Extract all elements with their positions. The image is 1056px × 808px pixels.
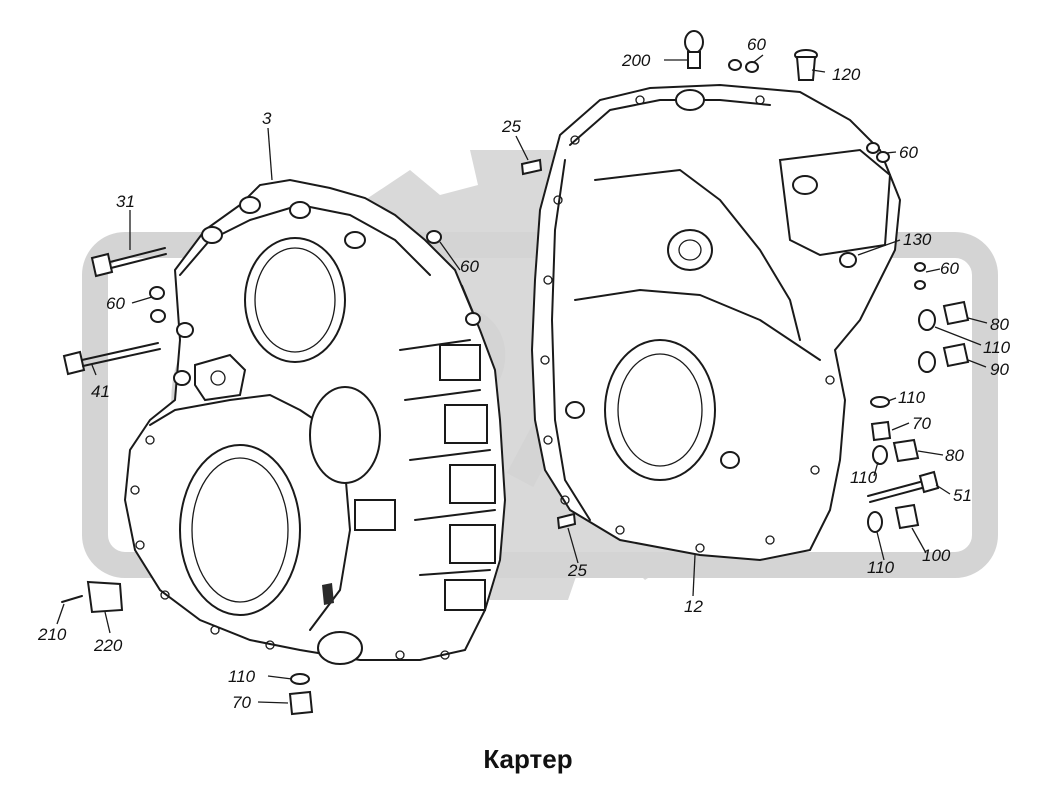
callout-31: 31 bbox=[116, 192, 135, 211]
callout-90: 90 bbox=[990, 360, 1009, 379]
callout-210: 210 bbox=[37, 625, 67, 644]
callout-12: 12 bbox=[684, 597, 703, 616]
callout-60: 60 bbox=[899, 143, 918, 162]
left-housing-part-3 bbox=[123, 178, 507, 665]
callout-130: 130 bbox=[903, 230, 932, 249]
callout-80: 80 bbox=[945, 446, 964, 465]
callout-60: 60 bbox=[106, 294, 125, 313]
callout-labels: 3 31 60 41 60 210 220 110 70 200 60 120 … bbox=[37, 35, 1011, 712]
leader-lines bbox=[56, 54, 988, 704]
callout-100: 100 bbox=[922, 546, 951, 565]
callout-60: 60 bbox=[940, 259, 959, 278]
callout-110: 110 bbox=[850, 468, 878, 487]
callout-200: 200 bbox=[621, 51, 651, 70]
callout-60: 60 bbox=[460, 257, 479, 276]
callout-25: 25 bbox=[567, 561, 587, 580]
diagram-caption: Картер bbox=[483, 744, 573, 774]
callout-70: 70 bbox=[232, 693, 251, 712]
callout-110: 110 bbox=[867, 558, 895, 577]
callout-25: 25 bbox=[501, 117, 521, 136]
fasteners bbox=[61, 30, 970, 716]
callout-60: 60 bbox=[747, 35, 766, 54]
callout-120: 120 bbox=[832, 65, 861, 84]
right-housing-part-12 bbox=[530, 83, 902, 562]
callout-220: 220 bbox=[93, 636, 123, 655]
callout-41: 41 bbox=[91, 382, 110, 401]
callout-110: 110 bbox=[898, 388, 926, 407]
callout-110: 110 bbox=[228, 667, 256, 686]
callout-110: 110 bbox=[983, 338, 1011, 357]
callout-70: 70 bbox=[912, 414, 931, 433]
callout-51: 51 bbox=[953, 486, 972, 505]
callout-80: 80 bbox=[990, 315, 1009, 334]
callout-3: 3 bbox=[262, 109, 272, 128]
